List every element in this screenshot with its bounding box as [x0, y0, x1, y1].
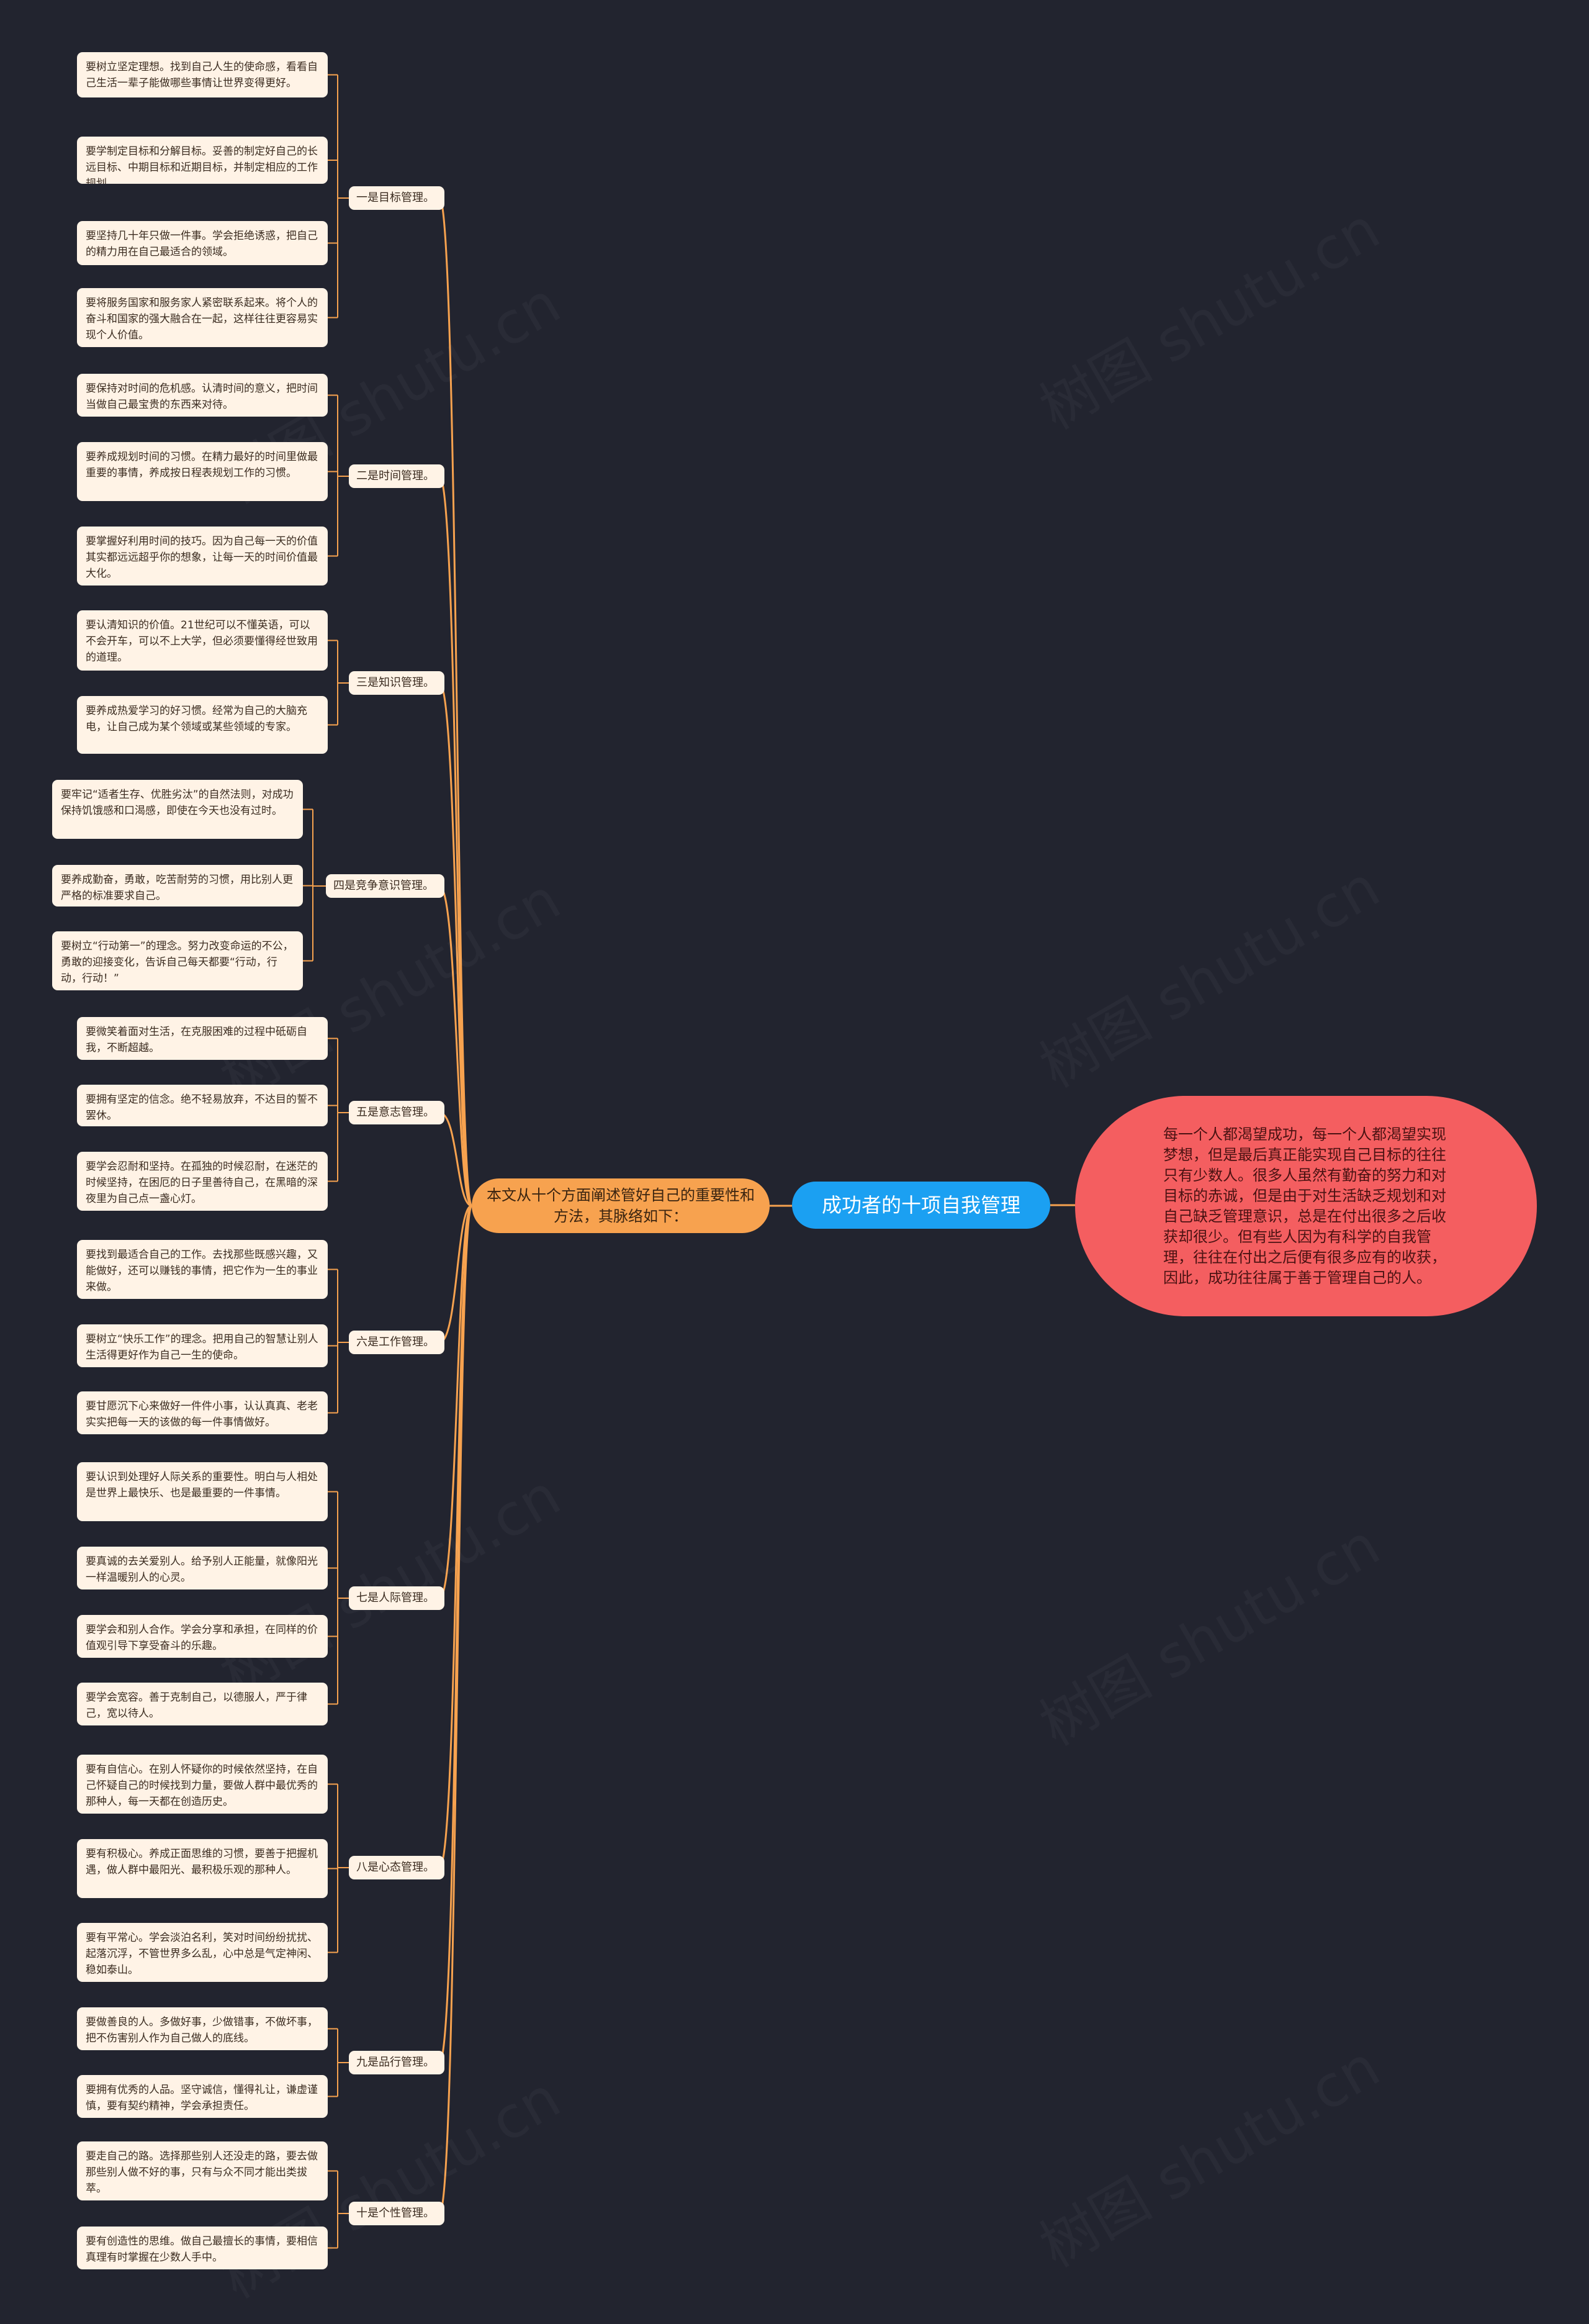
root-node[interactable]: 成功者的十项自我管理	[792, 1182, 1050, 1229]
branch-connector	[438, 682, 473, 1207]
leaf-node[interactable]: 要找到最适合自己的工作。去找那些既感兴趣，又能做好，还可以赚钱的事情，把它作为一…	[77, 1240, 328, 1299]
intro-note-text: 每一个人都渴望成功，每一个人都渴望实现梦想，但是最后真正能实现自己目标的往往只有…	[1163, 1125, 1446, 1286]
branch-connector	[439, 885, 473, 1207]
leaf-node[interactable]: 要做善良的人。多做好事，少做错事，不做坏事，把不伤害别人作为自己做人的底线。	[77, 2007, 328, 2050]
leaf-node[interactable]: 要有平常心。学会淡泊名利，笑对时间纷纷扰扰、起落沉浮，不管世界多么乱，心中总是气…	[77, 1923, 328, 1982]
leaf-node[interactable]: 要学制定目标和分解目标。妥善的制定好自己的长远目标、中期目标和近期目标，并制定相…	[77, 137, 328, 184]
leaf-node[interactable]: 要认识到处理好人际关系的重要性。明白与人相处是世界上最快乐、也是最重要的一件事情…	[77, 1462, 328, 1521]
leaf-node[interactable]: 要养成规划时间的习惯。在精力最好的时间里做最重要的事情，养成按日程表规划工作的习…	[77, 442, 328, 501]
leaf-node[interactable]: 要甘愿沉下心来做好一件件小事，认认真真、老老实实把每一天的该做的每一件事情做好。	[77, 1391, 328, 1434]
branch-node-6[interactable]: 六是工作管理。	[349, 1331, 444, 1354]
branch-connector	[439, 1205, 472, 1344]
branch-connector	[438, 1205, 473, 2064]
summary-node[interactable]: 本文从十个方面阐述管好自己的重要性和方法，其脉络如下：	[472, 1178, 770, 1233]
branch-node-3[interactable]: 三是知识管理。	[349, 671, 444, 695]
branch-node-10[interactable]: 十是个性管理。	[349, 2202, 444, 2225]
leaf-node[interactable]: 要坚持几十年只做一件事。学会拒绝诱惑，把自己的精力用在自己最适合的领域。	[77, 221, 328, 265]
branch-connector	[438, 1205, 473, 1599]
branch-connector	[439, 1111, 472, 1207]
leaf-node[interactable]: 要养成热爱学习的好习惯。经常为自己的大脑充电，让自己成为某个领域或某些领域的专家…	[77, 696, 328, 754]
leaf-node[interactable]: 要走自己的路。选择那些别人还没走的路，要去做那些别人做不好的事，只有与众不同才能…	[77, 2141, 328, 2200]
leaf-node[interactable]: 要有积极心。养成正面思维的习惯，要善于把握机遇，做人群中最阳光、最积极乐观的那种…	[77, 1839, 328, 1898]
leaf-node[interactable]: 要保持对时间的危机感。认清时间的意义，把时间当做自己最宝贵的东西来对待。	[77, 374, 328, 417]
leaf-node[interactable]: 要树立坚定理想。找到自己人生的使命感，看看自己生活一辈子能做哪些事情让世界变得更…	[77, 52, 328, 97]
leaf-node[interactable]: 要拥有坚定的信念。绝不轻易放弃，不达目的誓不罢休。	[77, 1085, 328, 1126]
branch-node-1[interactable]: 一是目标管理。	[349, 186, 444, 210]
leaf-node[interactable]: 要树立“行动第一”的理念。努力改变命运的不公，勇敢的迎接变化，告诉自己每天都要“…	[52, 931, 303, 990]
leaf-node[interactable]: 要掌握好利用时间的技巧。因为自己每一天的价值其实都远远超乎你的想象，让每一天的时…	[77, 527, 328, 586]
leaf-node[interactable]: 要拥有优秀的人品。坚守诚信，懂得礼让，谦虚谨慎，要有契约精神，学会承担责任。	[77, 2075, 328, 2118]
branch-node-5[interactable]: 五是意志管理。	[349, 1101, 444, 1124]
leaf-node[interactable]: 要真诚的去关爱别人。给予别人正能量，就像阳光一样温暖别人的心灵。	[77, 1547, 328, 1589]
leaf-node[interactable]: 要有创造性的思维。做自己最擅长的事情，要相信真理有时掌握在少数人手中。	[77, 2227, 328, 2269]
leaf-node[interactable]: 要将服务国家和服务家人紧密联系起来。将个人的奋斗和国家的强大融合在一起，这样往往…	[77, 288, 328, 347]
leaf-node[interactable]: 要认清知识的价值。21世纪可以不懂英语，可以不会开车，可以不上大学，但必须要懂得…	[77, 610, 328, 671]
leaf-node[interactable]: 要有自信心。在别人怀疑你的时候依然坚持，在自己怀疑自己的时候找到力量，要做人群中…	[77, 1755, 328, 1814]
leaf-node[interactable]: 要牢记“适者生存、优胜劣汰”的自然法则，对成功保持饥饿感和口渴感，即使在今天也没…	[52, 780, 303, 839]
leaf-node[interactable]: 要学会忍耐和坚持。在孤独的时候忍耐，在迷茫的时候坚持，在困厄的日子里善待自己，在…	[77, 1152, 328, 1211]
branch-node-7[interactable]: 七是人际管理。	[349, 1586, 444, 1610]
branch-connector	[438, 1205, 473, 2215]
branch-connector	[438, 475, 473, 1207]
leaf-node[interactable]: 要养成勤奋，勇敢，吃苦耐劳的习惯，用比别人更严格的标准要求自己。	[52, 865, 303, 907]
branch-node-2[interactable]: 二是时间管理。	[349, 464, 444, 488]
leaf-node[interactable]: 要学会宽容。善于克制自己，以德服人，严于律己，宽以待人。	[77, 1683, 328, 1725]
leaf-node[interactable]: 要微笑着面对生活，在克服困难的过程中砥砺自我，不断超越。	[77, 1017, 328, 1060]
branch-connector	[438, 197, 473, 1207]
branch-node-4[interactable]: 四是竞争意识管理。	[326, 874, 444, 898]
leaf-node[interactable]: 要树立“快乐工作”的理念。把用自己的智慧让别人生活得更好作为自己一生的使命。	[77, 1324, 328, 1367]
leaf-node[interactable]: 要学会和别人合作。学会分享和承担，在同样的价值观引导下享受奋斗的乐趣。	[77, 1615, 328, 1658]
branch-node-8[interactable]: 八是心态管理。	[349, 1856, 444, 1879]
intro-note-node[interactable]: 每一个人都渴望成功，每一个人都渴望实现梦想，但是最后真正能实现自己目标的往往只有…	[1075, 1096, 1537, 1316]
branch-node-9[interactable]: 九是品行管理。	[349, 2051, 444, 2074]
